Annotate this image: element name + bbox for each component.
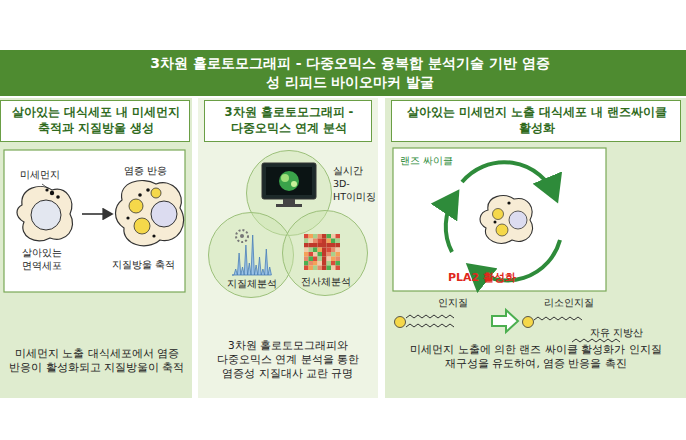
label: 랜즈 싸이클 [400, 154, 453, 168]
node-text: 미세먼지 노출 대식세포에서 염증 반응이 활성화되고 지질방울이 축적 [8, 346, 186, 374]
title-text: 3차원 홀로토모그래피 - 다중오믹스 융복합 분석기술 기반 염증성 리피드 … [150, 54, 550, 92]
label: 살아있는 면역세포 [14, 246, 70, 272]
panel-header: 살아있는 미세먼지 노출 대식세포 내 랜즈싸이클 활성화 [391, 100, 681, 142]
label: 미세먼지 [20, 168, 60, 182]
panel-header: 3차원 홀로토모그래피 -다중오믹스 연계 분석 [204, 100, 372, 142]
panel: 3차원 홀로토모그래피와 다중오믹스 연계 분석을 통한 염증성 지질대사 교란… [198, 98, 378, 398]
node-text: 3차원 홀로토모그래피와 다중오믹스 연계 분석을 통한 염증성 지질대사 교란… [206, 338, 370, 381]
label: 지질방울 축적 [112, 258, 175, 272]
label: 리소인지질 [544, 296, 594, 310]
node-text: 살아있는 미세먼지 노출 대식세포 내 랜즈싸이클 활성화 [400, 105, 674, 136]
label: 인지질 [438, 296, 468, 310]
label: PLA2 활성화 [448, 270, 516, 285]
node-text: 살아있는 대식세포 내 미세먼지 축적과 지질방울 생성 [7, 105, 185, 136]
node-text: 지질체분석 [217, 277, 287, 291]
panel-header: 살아있는 대식세포 내 미세먼지 축적과 지질방울 생성 [0, 100, 190, 142]
label: 염증 반응 [124, 164, 167, 178]
node-text: 전사체분석 [291, 275, 361, 289]
node-text: 미세먼지 노출에 의한 랜즈 싸이클 활성화가 인지질 재구성을 유도하여, 염… [393, 342, 679, 370]
node-text: 3차원 홀로토모그래피 -다중오믹스 연계 분석 [211, 105, 367, 136]
node-text: 실시간 3D-HT이미징 [333, 165, 379, 203]
label: 자유 지방산 [590, 326, 643, 340]
